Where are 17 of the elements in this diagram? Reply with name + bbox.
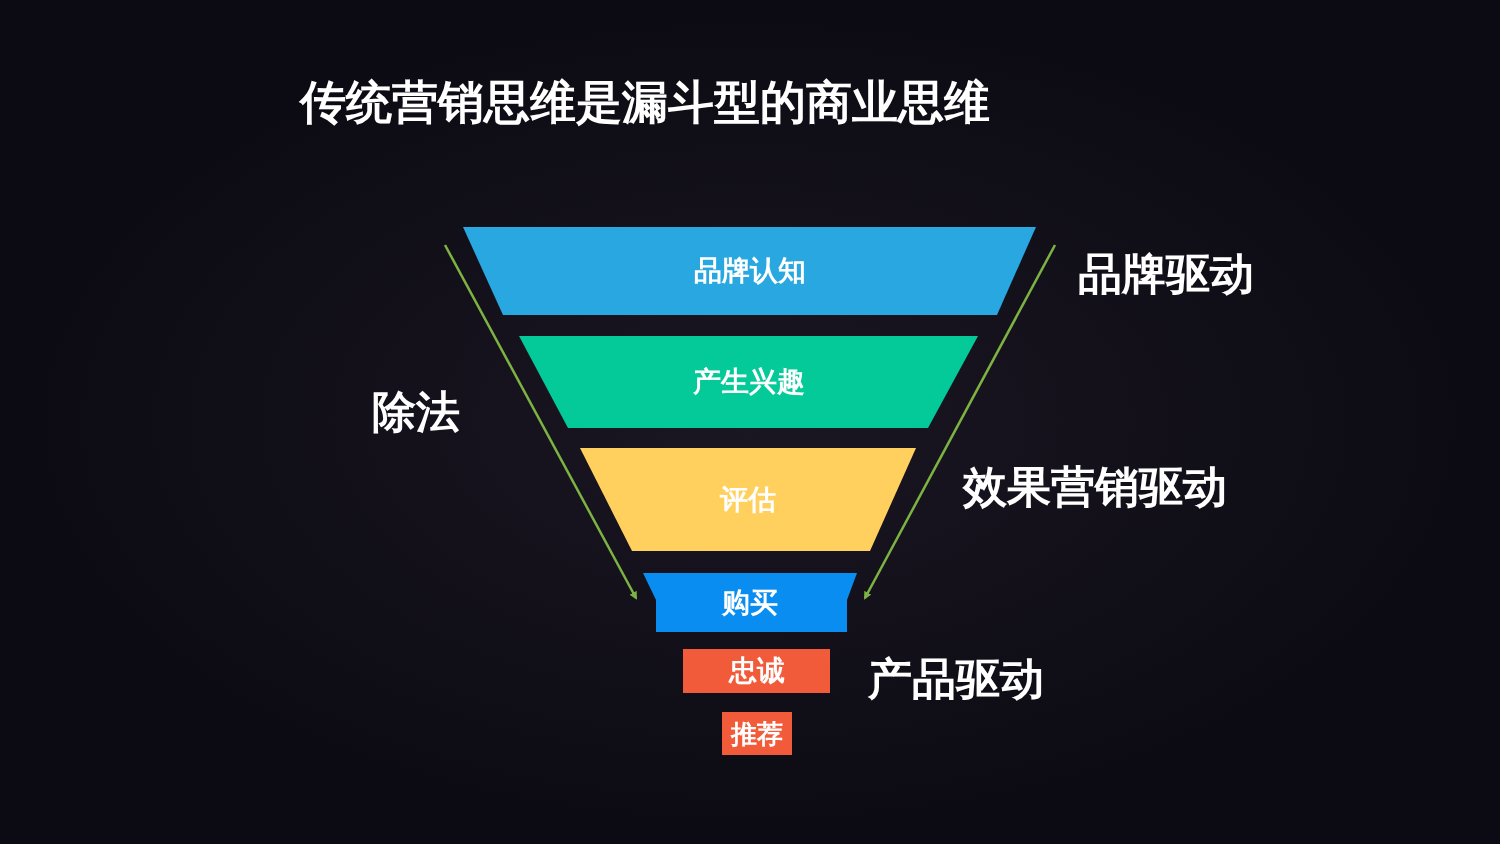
band-label: 购买 bbox=[722, 584, 778, 621]
funnel-band bbox=[722, 712, 792, 755]
side-label: 除法 bbox=[372, 385, 460, 439]
funnel-band bbox=[580, 448, 916, 551]
funnel-band bbox=[463, 227, 1036, 315]
slide-title: 传统营销思维是漏斗型的商业思维 bbox=[300, 74, 990, 131]
funnel-band bbox=[519, 336, 978, 428]
band-label: 产生兴趣 bbox=[692, 364, 805, 400]
band-label: 推荐 bbox=[731, 717, 783, 750]
side-label: 品牌驱动 bbox=[1078, 247, 1254, 301]
band-label: 忠诚 bbox=[728, 653, 785, 689]
side-label: 产品驱动 bbox=[868, 652, 1044, 706]
band-label: 品牌认知 bbox=[693, 253, 806, 289]
funnel-band bbox=[643, 573, 857, 632]
side-label: 效果营销驱动 bbox=[963, 460, 1227, 514]
funnel-band bbox=[683, 649, 830, 693]
band-label: 评估 bbox=[720, 481, 776, 518]
